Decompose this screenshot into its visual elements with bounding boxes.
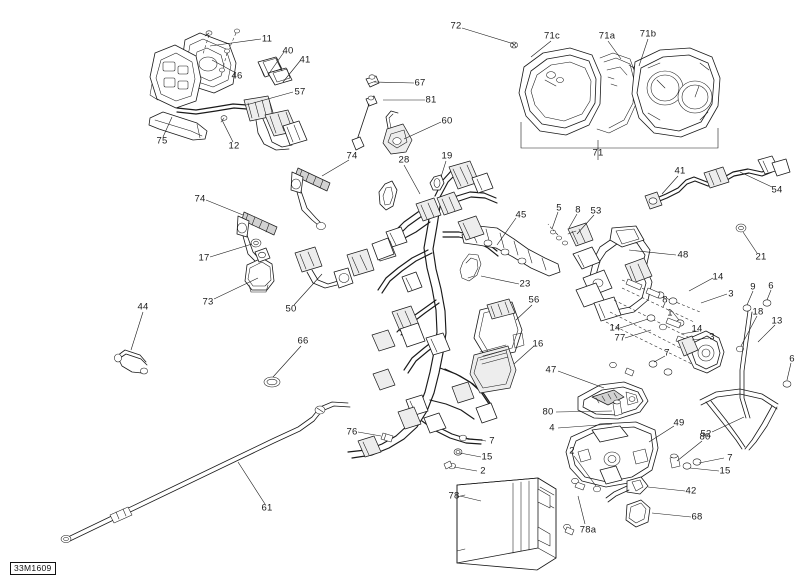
callout-80: 80 xyxy=(699,431,711,443)
callout-46: 46 xyxy=(231,70,243,82)
callout-14: 14 xyxy=(609,322,621,334)
callout-12: 12 xyxy=(228,140,240,152)
callout-15: 15 xyxy=(719,465,731,477)
callout-15: 15 xyxy=(481,451,493,463)
callout-48: 48 xyxy=(677,249,689,261)
callout-17: 17 xyxy=(198,252,210,264)
callout-57: 57 xyxy=(294,86,306,98)
callout-81: 81 xyxy=(425,94,437,106)
callout-68: 68 xyxy=(691,511,703,523)
callout-73: 73 xyxy=(202,296,214,308)
callout-66: 66 xyxy=(297,335,309,347)
callout-3: 3 xyxy=(728,288,734,300)
callout-60: 60 xyxy=(441,115,453,127)
art-gauge-cluster-group xyxy=(510,41,721,160)
callout-47: 47 xyxy=(545,364,557,376)
callout-4: 4 xyxy=(549,422,555,434)
callout-14: 14 xyxy=(712,271,724,283)
callout-7: 7 xyxy=(727,452,733,464)
callout-74: 74 xyxy=(346,150,358,162)
art-brake-lever-sensor-group xyxy=(351,74,413,155)
art-throttle-cable-group xyxy=(60,349,351,543)
callout-19: 19 xyxy=(441,150,453,162)
art-left-sensors-group xyxy=(236,167,354,293)
callout-80: 80 xyxy=(542,406,554,418)
callout-56: 56 xyxy=(528,294,540,306)
callout-74: 74 xyxy=(194,193,206,205)
callout-40: 40 xyxy=(282,45,294,57)
callout-2: 2 xyxy=(569,445,575,457)
callout-leader-lines xyxy=(130,27,792,525)
callout-5: 5 xyxy=(556,202,562,214)
callout-13: 13 xyxy=(771,315,783,327)
callout-7: 7 xyxy=(489,435,495,447)
callout-28: 28 xyxy=(398,154,410,166)
callout-71c: 71c xyxy=(544,30,560,42)
art-handlebar-switch-group xyxy=(148,28,308,151)
callout-23: 23 xyxy=(519,278,531,290)
callout-11: 11 xyxy=(261,33,273,45)
callout-8: 8 xyxy=(575,204,581,216)
callout-78a: 78a xyxy=(579,524,597,536)
callout-52: 52 xyxy=(700,428,712,440)
callout-71b: 71b xyxy=(639,28,657,40)
callout-61: 61 xyxy=(261,502,273,514)
art-right-harness-group xyxy=(644,155,791,233)
callout-9: 9 xyxy=(750,281,756,293)
art-steering-column-group xyxy=(547,222,792,536)
callout-41: 41 xyxy=(299,54,311,66)
callout-1: 1 xyxy=(667,307,673,319)
callout-49: 49 xyxy=(673,417,685,429)
callout-6: 6 xyxy=(789,353,795,365)
callout-67: 67 xyxy=(414,77,426,89)
callout-71: 71 xyxy=(592,147,604,159)
callout-44: 44 xyxy=(137,301,149,313)
callout-75: 75 xyxy=(156,135,168,147)
callout-71a: 71a xyxy=(598,30,616,42)
callout-21: 21 xyxy=(755,251,767,263)
callout-45: 45 xyxy=(515,209,527,221)
callout-14: 14 xyxy=(691,323,703,335)
callout-6: 6 xyxy=(768,280,774,292)
callout-8: 8 xyxy=(662,294,668,306)
callout-72: 72 xyxy=(450,20,462,32)
callout-16: 16 xyxy=(532,338,544,350)
callout-76: 76 xyxy=(346,426,358,438)
callout-78: 78 xyxy=(448,490,460,502)
art-main-wiring-harness xyxy=(346,160,561,459)
callout-42: 42 xyxy=(685,485,697,497)
callout-54: 54 xyxy=(771,184,783,196)
callout-18: 18 xyxy=(752,306,764,318)
callout-77: 77 xyxy=(614,332,626,344)
callout-3: 3 xyxy=(709,331,715,343)
art-ecu-group xyxy=(380,432,557,571)
callout-2: 2 xyxy=(480,465,486,477)
drawing-part-code: 33M1609 xyxy=(10,562,56,575)
callout-7: 7 xyxy=(664,347,670,359)
callout-41: 41 xyxy=(674,165,686,177)
callout-50: 50 xyxy=(285,303,297,315)
callout-53: 53 xyxy=(590,205,602,217)
